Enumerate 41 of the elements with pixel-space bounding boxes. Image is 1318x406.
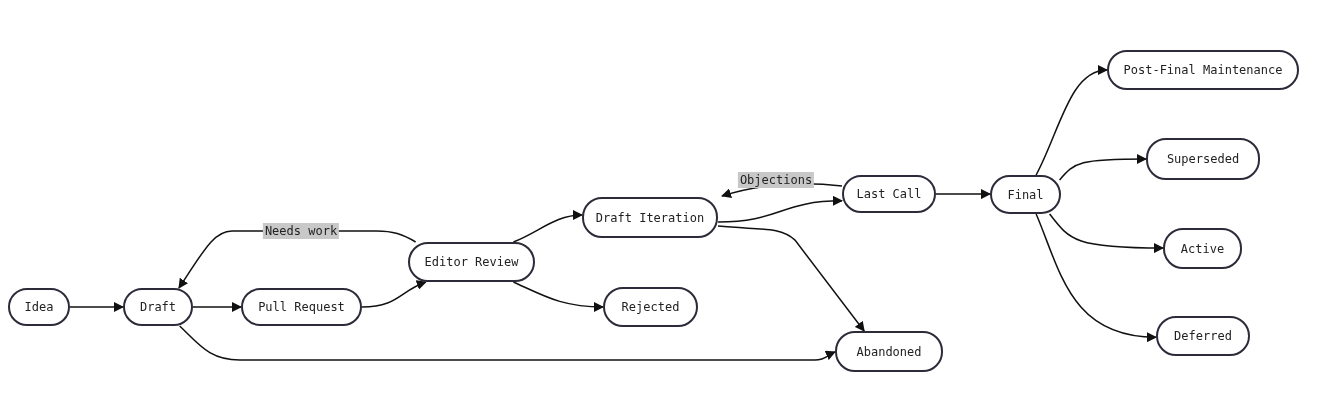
arrow — [69, 302, 124, 312]
state-label: Draft Iteration — [595, 210, 705, 225]
state-label: Final — [1007, 187, 1044, 202]
arrow — [717, 196, 843, 223]
state-label: Rejected — [621, 300, 680, 314]
state-label: Abandoned — [856, 344, 922, 359]
state-box — [241, 288, 362, 326]
state-box — [1163, 228, 1242, 269]
arrow — [512, 210, 583, 243]
edge-label: Needs work — [262, 223, 340, 239]
state-box — [1107, 50, 1299, 90]
arrow — [717, 225, 865, 332]
arrow — [1058, 154, 1147, 181]
arrow — [1035, 66, 1108, 176]
state-box — [408, 242, 535, 282]
state-box — [1156, 316, 1250, 356]
arrow — [192, 302, 242, 312]
state-label: Deferred — [1174, 329, 1232, 343]
state-box — [603, 287, 698, 327]
arrow — [1035, 213, 1157, 342]
state-label: Superseded — [1166, 152, 1240, 166]
state-box — [8, 288, 70, 326]
state-box — [990, 175, 1061, 214]
state-box — [835, 331, 943, 372]
state-label: Active — [1180, 241, 1225, 256]
arrow — [178, 325, 836, 361]
state-label: Post-Final Maintenance — [1123, 63, 1283, 77]
state-box — [123, 288, 193, 326]
arrow — [512, 281, 604, 312]
state-label: Last Call — [856, 187, 922, 201]
edge-label: Objections — [737, 172, 815, 188]
state-label: Pull Request — [258, 300, 345, 314]
state-label: Editor Review — [424, 255, 519, 269]
state-label: Idea — [24, 300, 54, 314]
arrow — [935, 189, 991, 200]
arrow — [1048, 213, 1164, 253]
state-box — [842, 175, 936, 213]
state-label: Draft — [139, 300, 177, 314]
state-box — [582, 197, 718, 238]
arrow — [361, 280, 427, 308]
state-box — [1146, 138, 1260, 180]
